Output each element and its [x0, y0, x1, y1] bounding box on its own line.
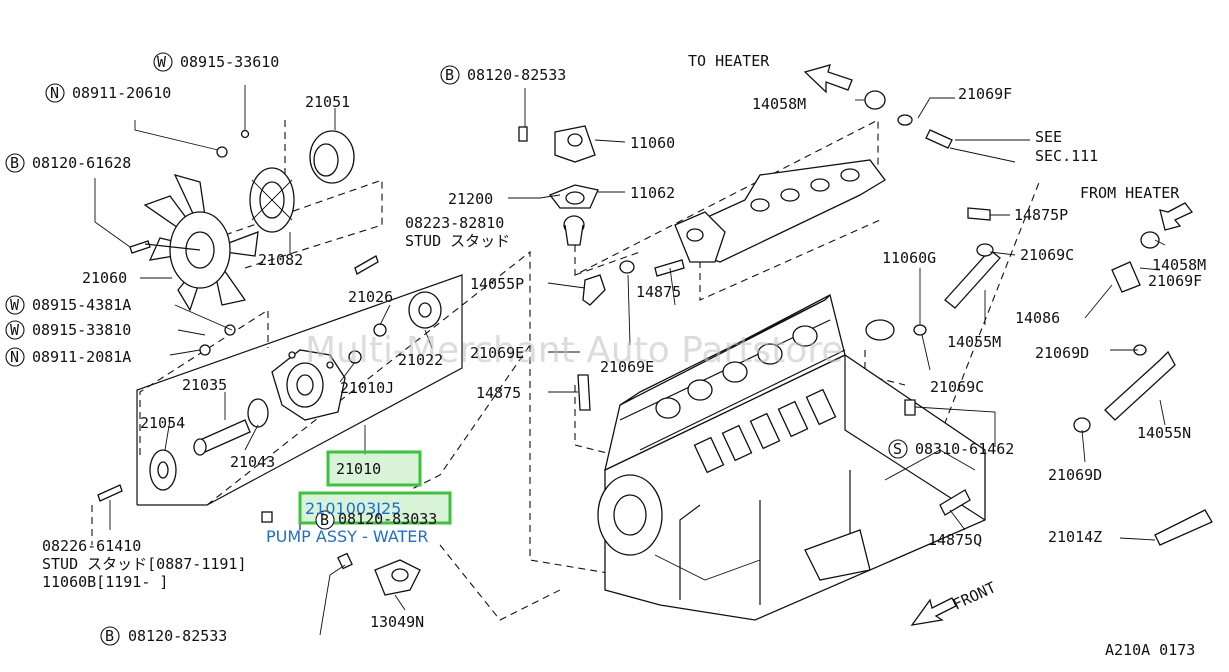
nut-symbol: N	[50, 84, 59, 102]
washer-symbol: W	[157, 53, 167, 71]
label-14055m[interactable]: 14055M	[947, 333, 1001, 351]
label-21082[interactable]: 21082	[258, 251, 303, 269]
from-heater-arrow	[1159, 202, 1194, 231]
label-08223-82810[interactable]: 08223-82810	[405, 214, 504, 232]
water-pump-group	[97, 255, 442, 502]
label-11060b[interactable]: 11060B[1191- ]	[42, 573, 168, 591]
label-08915-33610[interactable]: 08915-33610	[180, 53, 279, 71]
label-11062[interactable]: 11062	[630, 184, 675, 202]
manifold	[674, 159, 886, 263]
label-21014z[interactable]: 21014Z	[1048, 528, 1102, 546]
screw-symbol: S	[893, 440, 902, 458]
highlight-box-21010[interactable]	[326, 450, 422, 487]
label-21035[interactable]: 21035	[182, 376, 227, 394]
front-arrow	[910, 597, 957, 626]
label-part-description: PUMP ASSY - WATER	[266, 527, 429, 546]
shaft-21035	[193, 419, 251, 456]
label-11060g[interactable]: 11060G	[882, 249, 936, 267]
label-21069d-top[interactable]: 21069D	[1035, 344, 1089, 362]
label-from-heater: FROM HEATER	[1080, 184, 1180, 202]
label-08120-61628[interactable]: 08120-61628	[32, 154, 131, 172]
label-13049n[interactable]: 13049N	[370, 613, 424, 631]
label-21200[interactable]: 21200	[448, 190, 493, 208]
symbol-markers: W N B W W N B B B S	[5, 52, 908, 646]
label-21051[interactable]: 21051	[305, 93, 350, 111]
impeller-21022	[408, 291, 442, 329]
label-21060[interactable]: 21060	[82, 269, 127, 287]
label-21054[interactable]: 21054	[140, 414, 185, 432]
water-pump-body	[271, 349, 346, 421]
label-14875q[interactable]: 14875Q	[928, 531, 982, 549]
washer-symbol: W	[10, 321, 20, 339]
label-14875-left[interactable]: 14875	[476, 384, 521, 402]
arrows	[803, 64, 1194, 626]
label-08120-82533-top[interactable]: 08120-82533	[467, 66, 566, 84]
label-14058m-top[interactable]: 14058M	[752, 95, 806, 113]
label-08120-83033[interactable]: 08120-83033	[338, 510, 437, 528]
washer-symbol: W	[10, 296, 20, 314]
bolt-symbol: B	[445, 66, 454, 84]
label-08226-61410[interactable]: 08226-61410	[42, 537, 141, 555]
label-21022[interactable]: 21022	[398, 351, 443, 369]
label-14875-mid[interactable]: 14875	[636, 283, 681, 301]
label-21069f-right[interactable]: 21069F	[1148, 272, 1202, 290]
label-08120-82533-bottom[interactable]: 08120-82533	[128, 627, 227, 645]
label-14058m-right[interactable]: 14058M	[1152, 256, 1206, 274]
callout-labels: 08915-33610 08911-20610 08120-61628 2105…	[32, 52, 1206, 659]
label-08911-20610[interactable]: 08911-20610	[72, 84, 171, 102]
pulley-21051	[309, 130, 355, 184]
label-11060[interactable]: 11060	[630, 134, 675, 152]
to-heater-arrow	[803, 64, 853, 94]
bolt-symbol: B	[10, 154, 19, 172]
pulley-hub-21054	[149, 449, 177, 491]
label-21010j[interactable]: 21010J	[340, 379, 394, 397]
diagram-id: A210A 0173	[1105, 641, 1195, 659]
label-stud-1: STUD スタッド	[405, 232, 510, 250]
leader-lines	[94, 85, 1166, 636]
label-14055n[interactable]: 14055N	[1137, 424, 1191, 442]
label-sec111[interactable]: SEC.111	[1035, 147, 1098, 165]
hoses-and-fittings	[577, 90, 1213, 546]
label-stud-2: STUD スタッド[0887-1191]	[42, 555, 247, 573]
thermostat-group	[518, 125, 599, 246]
label-to-heater: TO HEATER	[688, 52, 770, 70]
nut-symbol: N	[10, 348, 19, 366]
label-21069c-bottom[interactable]: 21069C	[930, 378, 984, 396]
bolt-symbol: B	[105, 627, 114, 645]
label-14055p[interactable]: 14055P	[470, 275, 524, 293]
engine-block	[597, 294, 986, 621]
label-21043[interactable]: 21043	[230, 453, 275, 471]
label-14875p[interactable]: 14875P	[1014, 206, 1068, 224]
label-21069d-bottom[interactable]: 21069D	[1048, 466, 1102, 484]
fan-group	[129, 129, 355, 312]
label-21026[interactable]: 21026	[348, 288, 393, 306]
label-21069c-top[interactable]: 21069C	[1020, 246, 1074, 264]
fan-coupling-21082	[249, 167, 295, 233]
label-08911-2081a[interactable]: 08911-2081A	[32, 348, 131, 366]
water-outlet-13049n	[261, 511, 421, 596]
label-part-number[interactable]: 2101003J25	[305, 499, 401, 518]
label-21069e-right[interactable]: 21069E	[600, 358, 654, 376]
bolt-symbol: B	[320, 511, 329, 529]
label-14086[interactable]: 14086	[1015, 309, 1060, 327]
label-08915-33810[interactable]: 08915-33810	[32, 321, 131, 339]
label-front: FRONT	[950, 578, 999, 613]
label-08310-61462[interactable]: 08310-61462	[915, 440, 1014, 458]
label-see: SEE	[1035, 128, 1062, 146]
label-08915-4381a[interactable]: 08915-4381A	[32, 296, 131, 314]
watermark: Multi-Merchant Auto Partstore	[305, 330, 843, 371]
label-21069e-left[interactable]: 21069E	[470, 344, 524, 362]
label-21069f-top[interactable]: 21069F	[958, 85, 1012, 103]
fan-21060	[143, 173, 259, 312]
label-21010[interactable]: 21010	[336, 460, 381, 478]
